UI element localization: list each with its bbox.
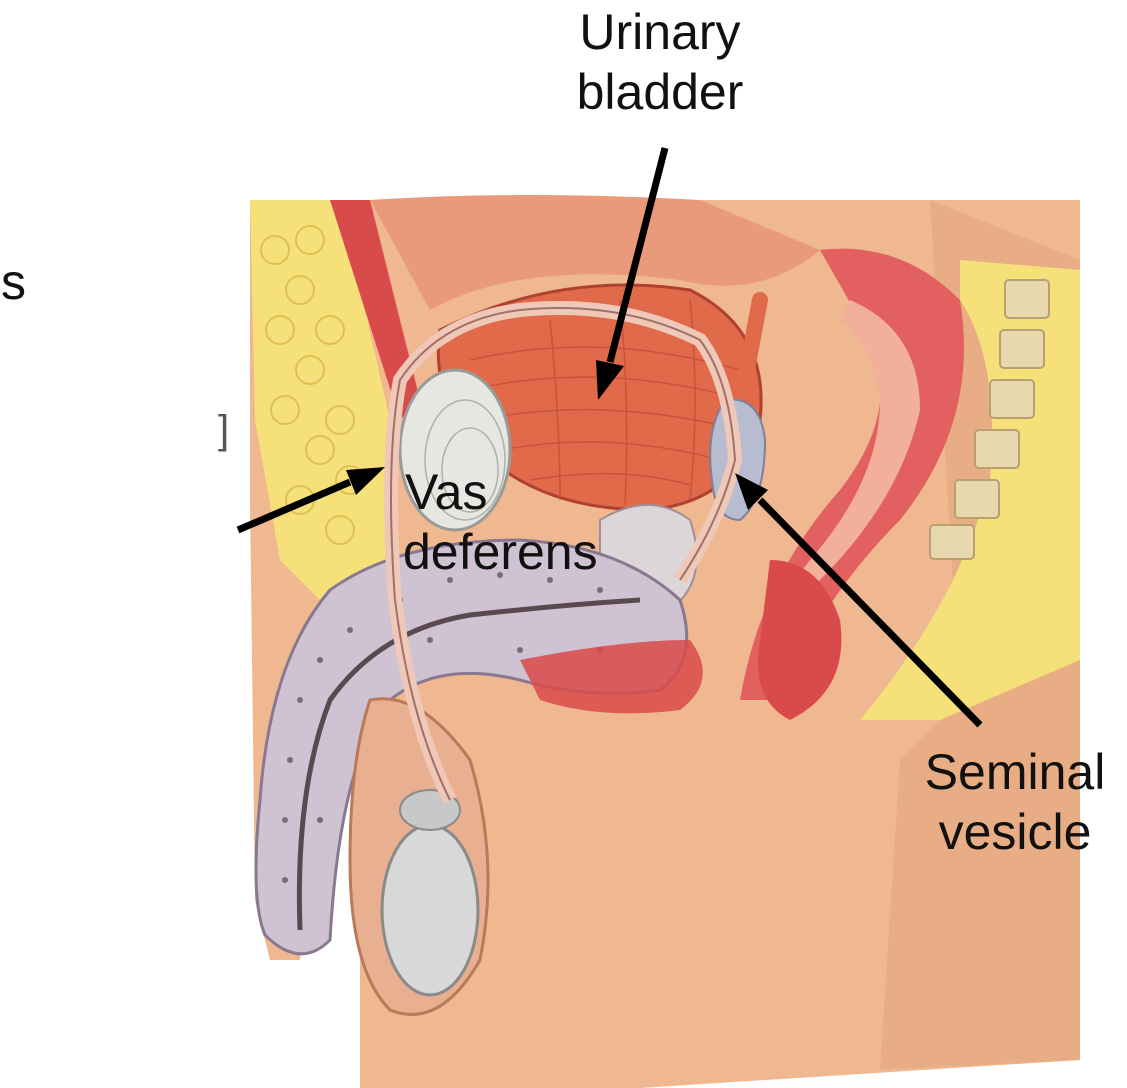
- label-vas-deferens-line1: Vas: [405, 462, 645, 522]
- label-urinary-bladder-line1: Urinary: [540, 2, 780, 62]
- cropped-bracket: ]: [218, 400, 229, 460]
- cropped-letter: s: [1, 252, 26, 312]
- label-seminal-vesicle-line1: Seminal: [905, 742, 1125, 802]
- label-urinary-bladder: Urinary bladder: [540, 2, 780, 122]
- label-urinary-bladder-line2: bladder: [540, 62, 780, 122]
- label-vas-deferens: Vas deferens: [405, 462, 645, 582]
- testis: [382, 825, 478, 995]
- label-seminal-vesicle: Seminal vesicle: [905, 742, 1125, 862]
- label-seminal-vesicle-line2: vesicle: [905, 802, 1125, 862]
- label-vas-deferens-line2: deferens: [403, 522, 645, 582]
